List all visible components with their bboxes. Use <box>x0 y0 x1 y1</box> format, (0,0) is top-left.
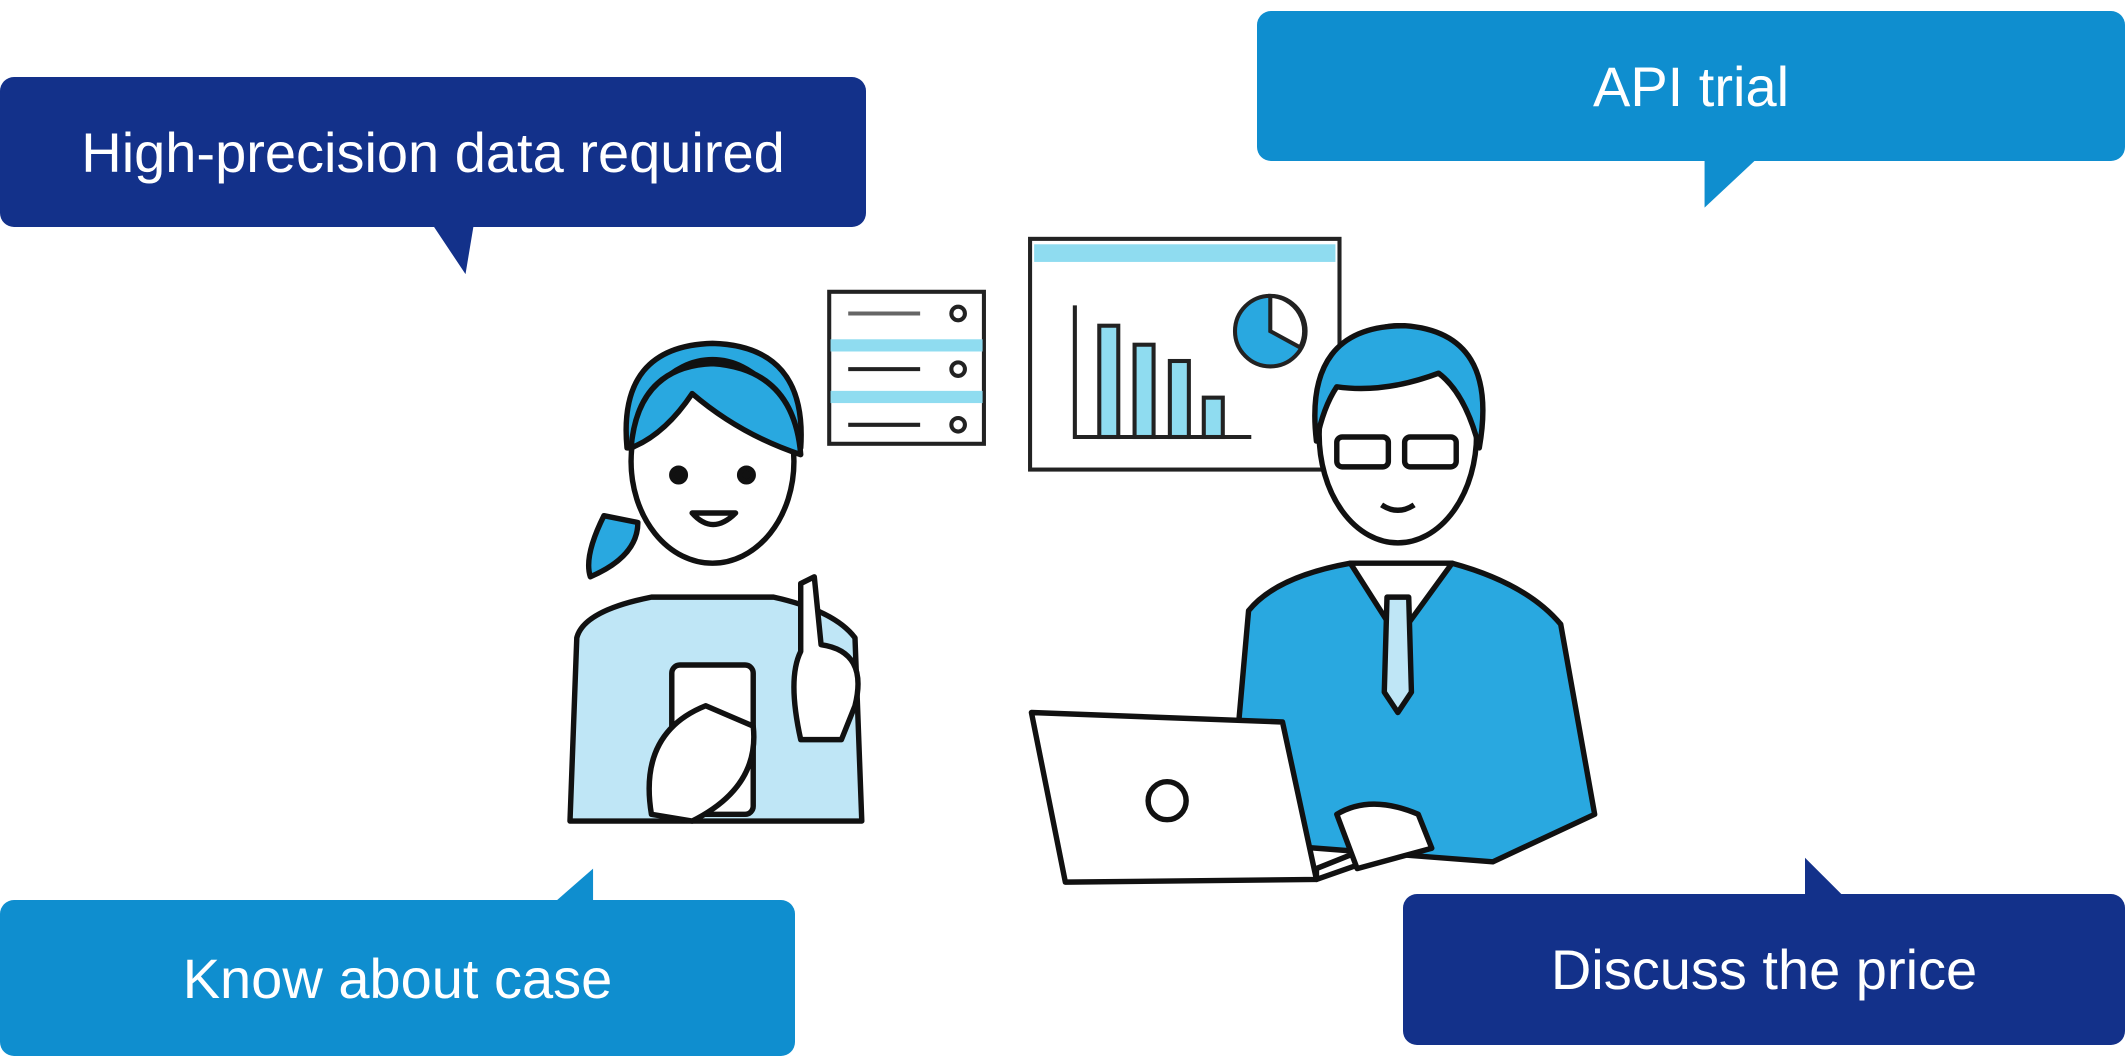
server-icon <box>827 289 986 446</box>
bubble-text: Know about case <box>182 946 613 1010</box>
bubble-tail <box>549 868 594 907</box>
bubble-text: Discuss the price <box>1550 938 1978 1001</box>
bubble-api-trial: API trial <box>1257 11 2125 161</box>
bubble-tail <box>427 217 475 275</box>
bubble-high-precision: High-precision data required <box>0 77 866 227</box>
bubble-text: API trial <box>1592 54 1790 118</box>
bubble-tail <box>1704 149 1767 208</box>
bubble-text: High-precision data required <box>81 120 785 184</box>
chart-board-icon <box>1028 236 1342 472</box>
laptop-icon <box>1028 709 1435 885</box>
bubble-tail <box>1805 857 1849 902</box>
woman-figure <box>567 340 865 824</box>
bubble-know-case: Know about case <box>0 900 795 1056</box>
man-figure <box>1225 323 1598 865</box>
bubble-discuss-price: Discuss the price <box>1403 894 2125 1045</box>
